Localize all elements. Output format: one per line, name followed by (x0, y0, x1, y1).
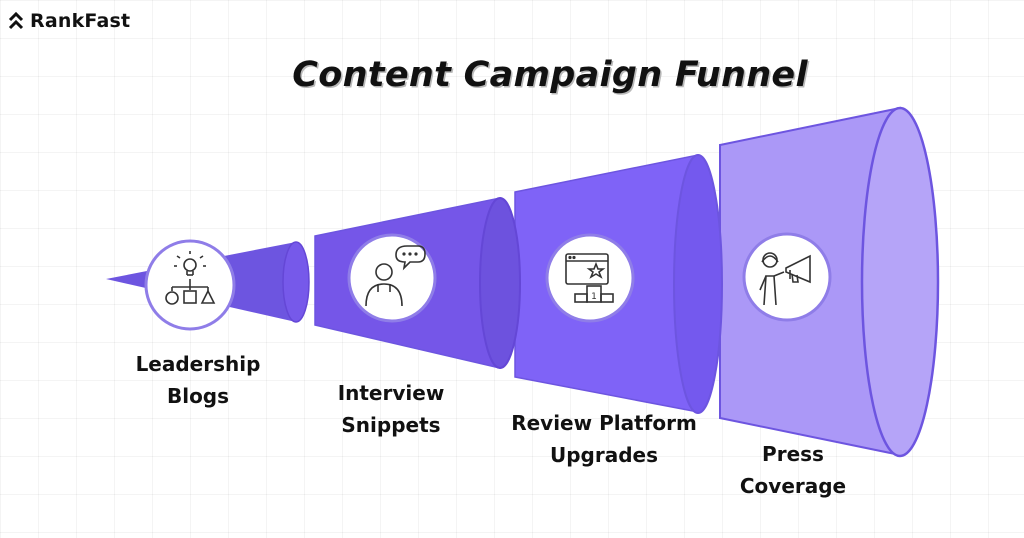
review-podium-star-icon: 1 (545, 233, 635, 323)
stage-label-review-platform: Review Platform Upgrades (511, 411, 697, 467)
page-title: Content Campaign Funnel (292, 55, 808, 95)
svg-text:1: 1 (591, 292, 597, 302)
brand-name: RankFast (30, 10, 131, 32)
lightbulb-flowchart-icon (144, 239, 236, 331)
stage-label-interview: Interview Snippets (337, 381, 445, 437)
speaker-megaphone-icon (742, 232, 832, 322)
stage-label-leadership: Leadership Blogs (135, 352, 261, 408)
double-chevron-up-icon (8, 12, 24, 30)
stage-label-press-coverage: Press Coverage (739, 442, 847, 498)
person-speech-bubble-icon (347, 233, 437, 323)
brand-logo: RankFast (8, 8, 130, 34)
